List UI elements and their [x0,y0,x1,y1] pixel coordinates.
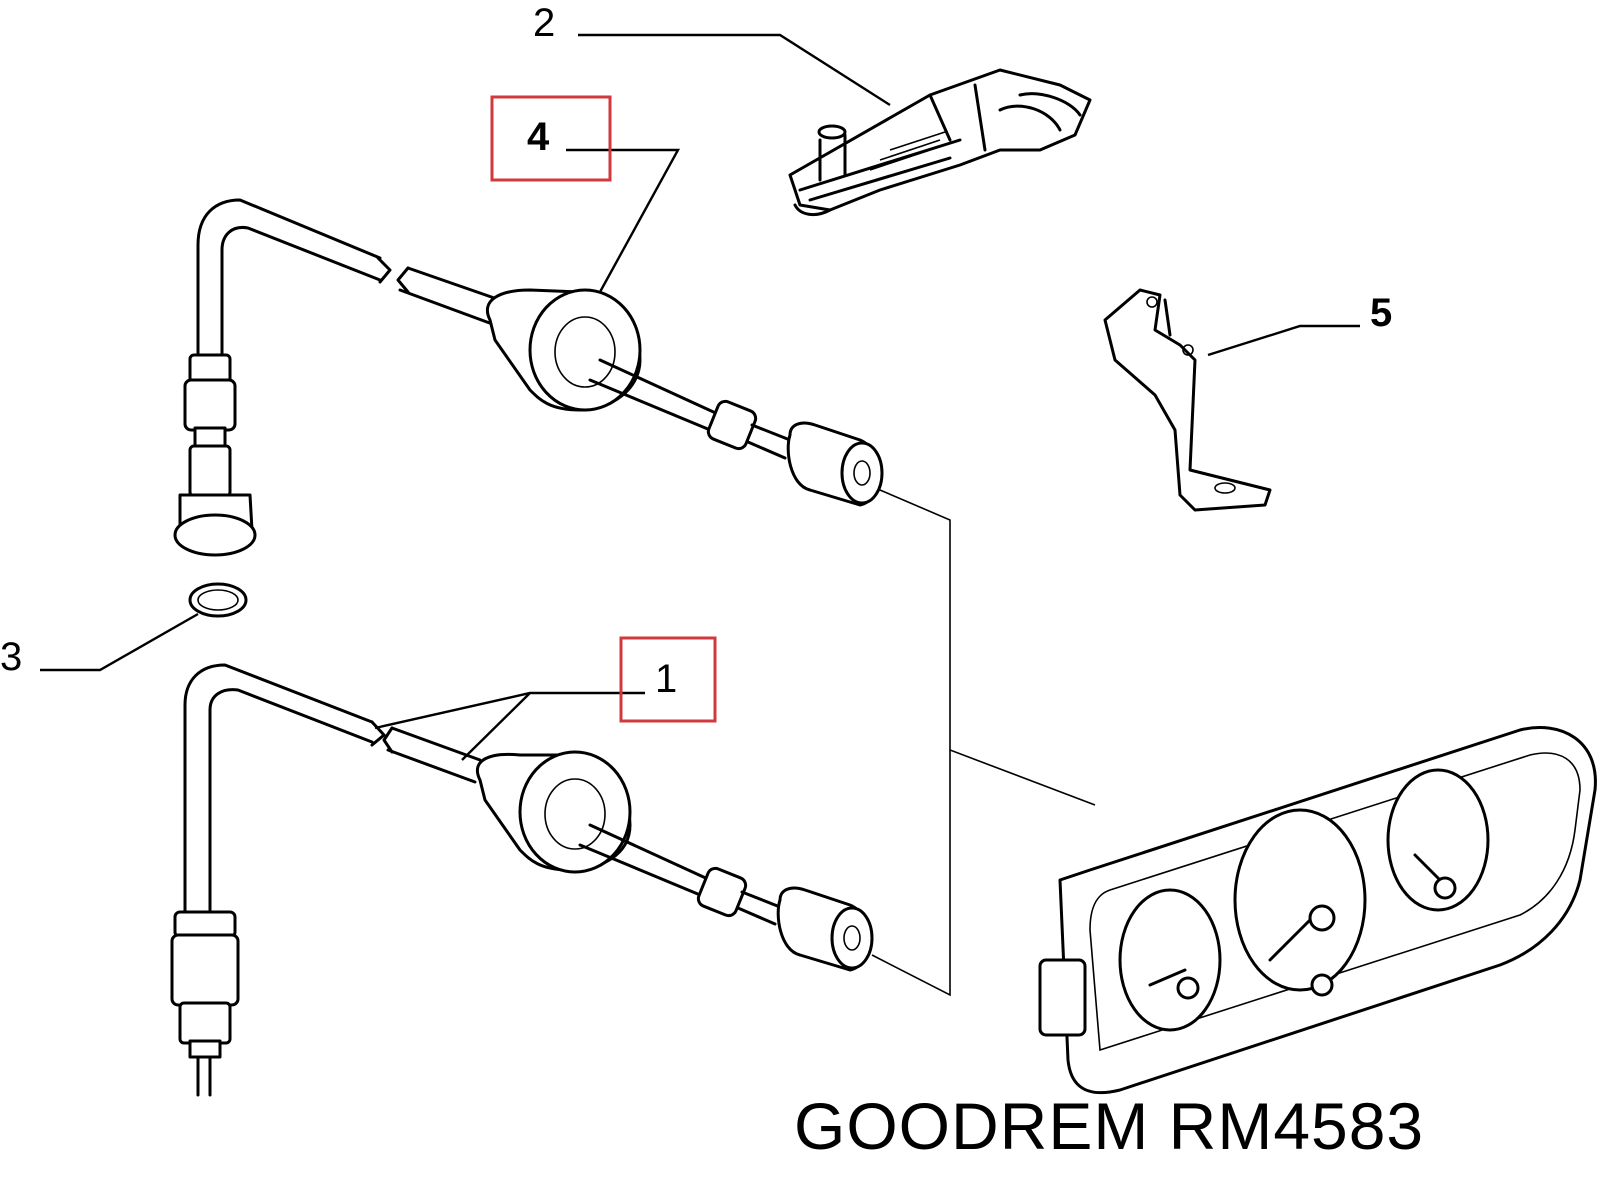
gauge-right [1386,768,1490,912]
leader-line-2 [578,33,891,107]
footer-part-number: GOODREM RM4583 [794,1089,1425,1163]
connection-line [879,489,1096,806]
leader-line-1 [374,691,645,761]
part-2-connector [788,68,1092,217]
leader-line-4 [566,148,681,293]
callout-highlight-box-4 [490,95,612,182]
callout-label-5: 5 [1370,291,1392,335]
part-4-upper-cable [173,198,884,557]
leader-line-5 [1207,324,1360,357]
instrument-cluster [1038,726,1597,1095]
callout-label-2: 2 [533,1,555,45]
callout-highlight-box-1 [619,636,717,723]
gauge-left [1118,888,1222,1032]
leader-line-3 [40,612,199,672]
part-5-bracket [1103,288,1272,512]
part-3-oring [188,582,248,618]
callout-label-4: 4 [527,115,550,159]
gauge-center [1233,808,1367,992]
connection-line [871,750,951,997]
callout-label-1: 1 [655,657,677,701]
callout-label-3: 3 [0,635,22,679]
part-1-lower-cable [170,663,874,1097]
